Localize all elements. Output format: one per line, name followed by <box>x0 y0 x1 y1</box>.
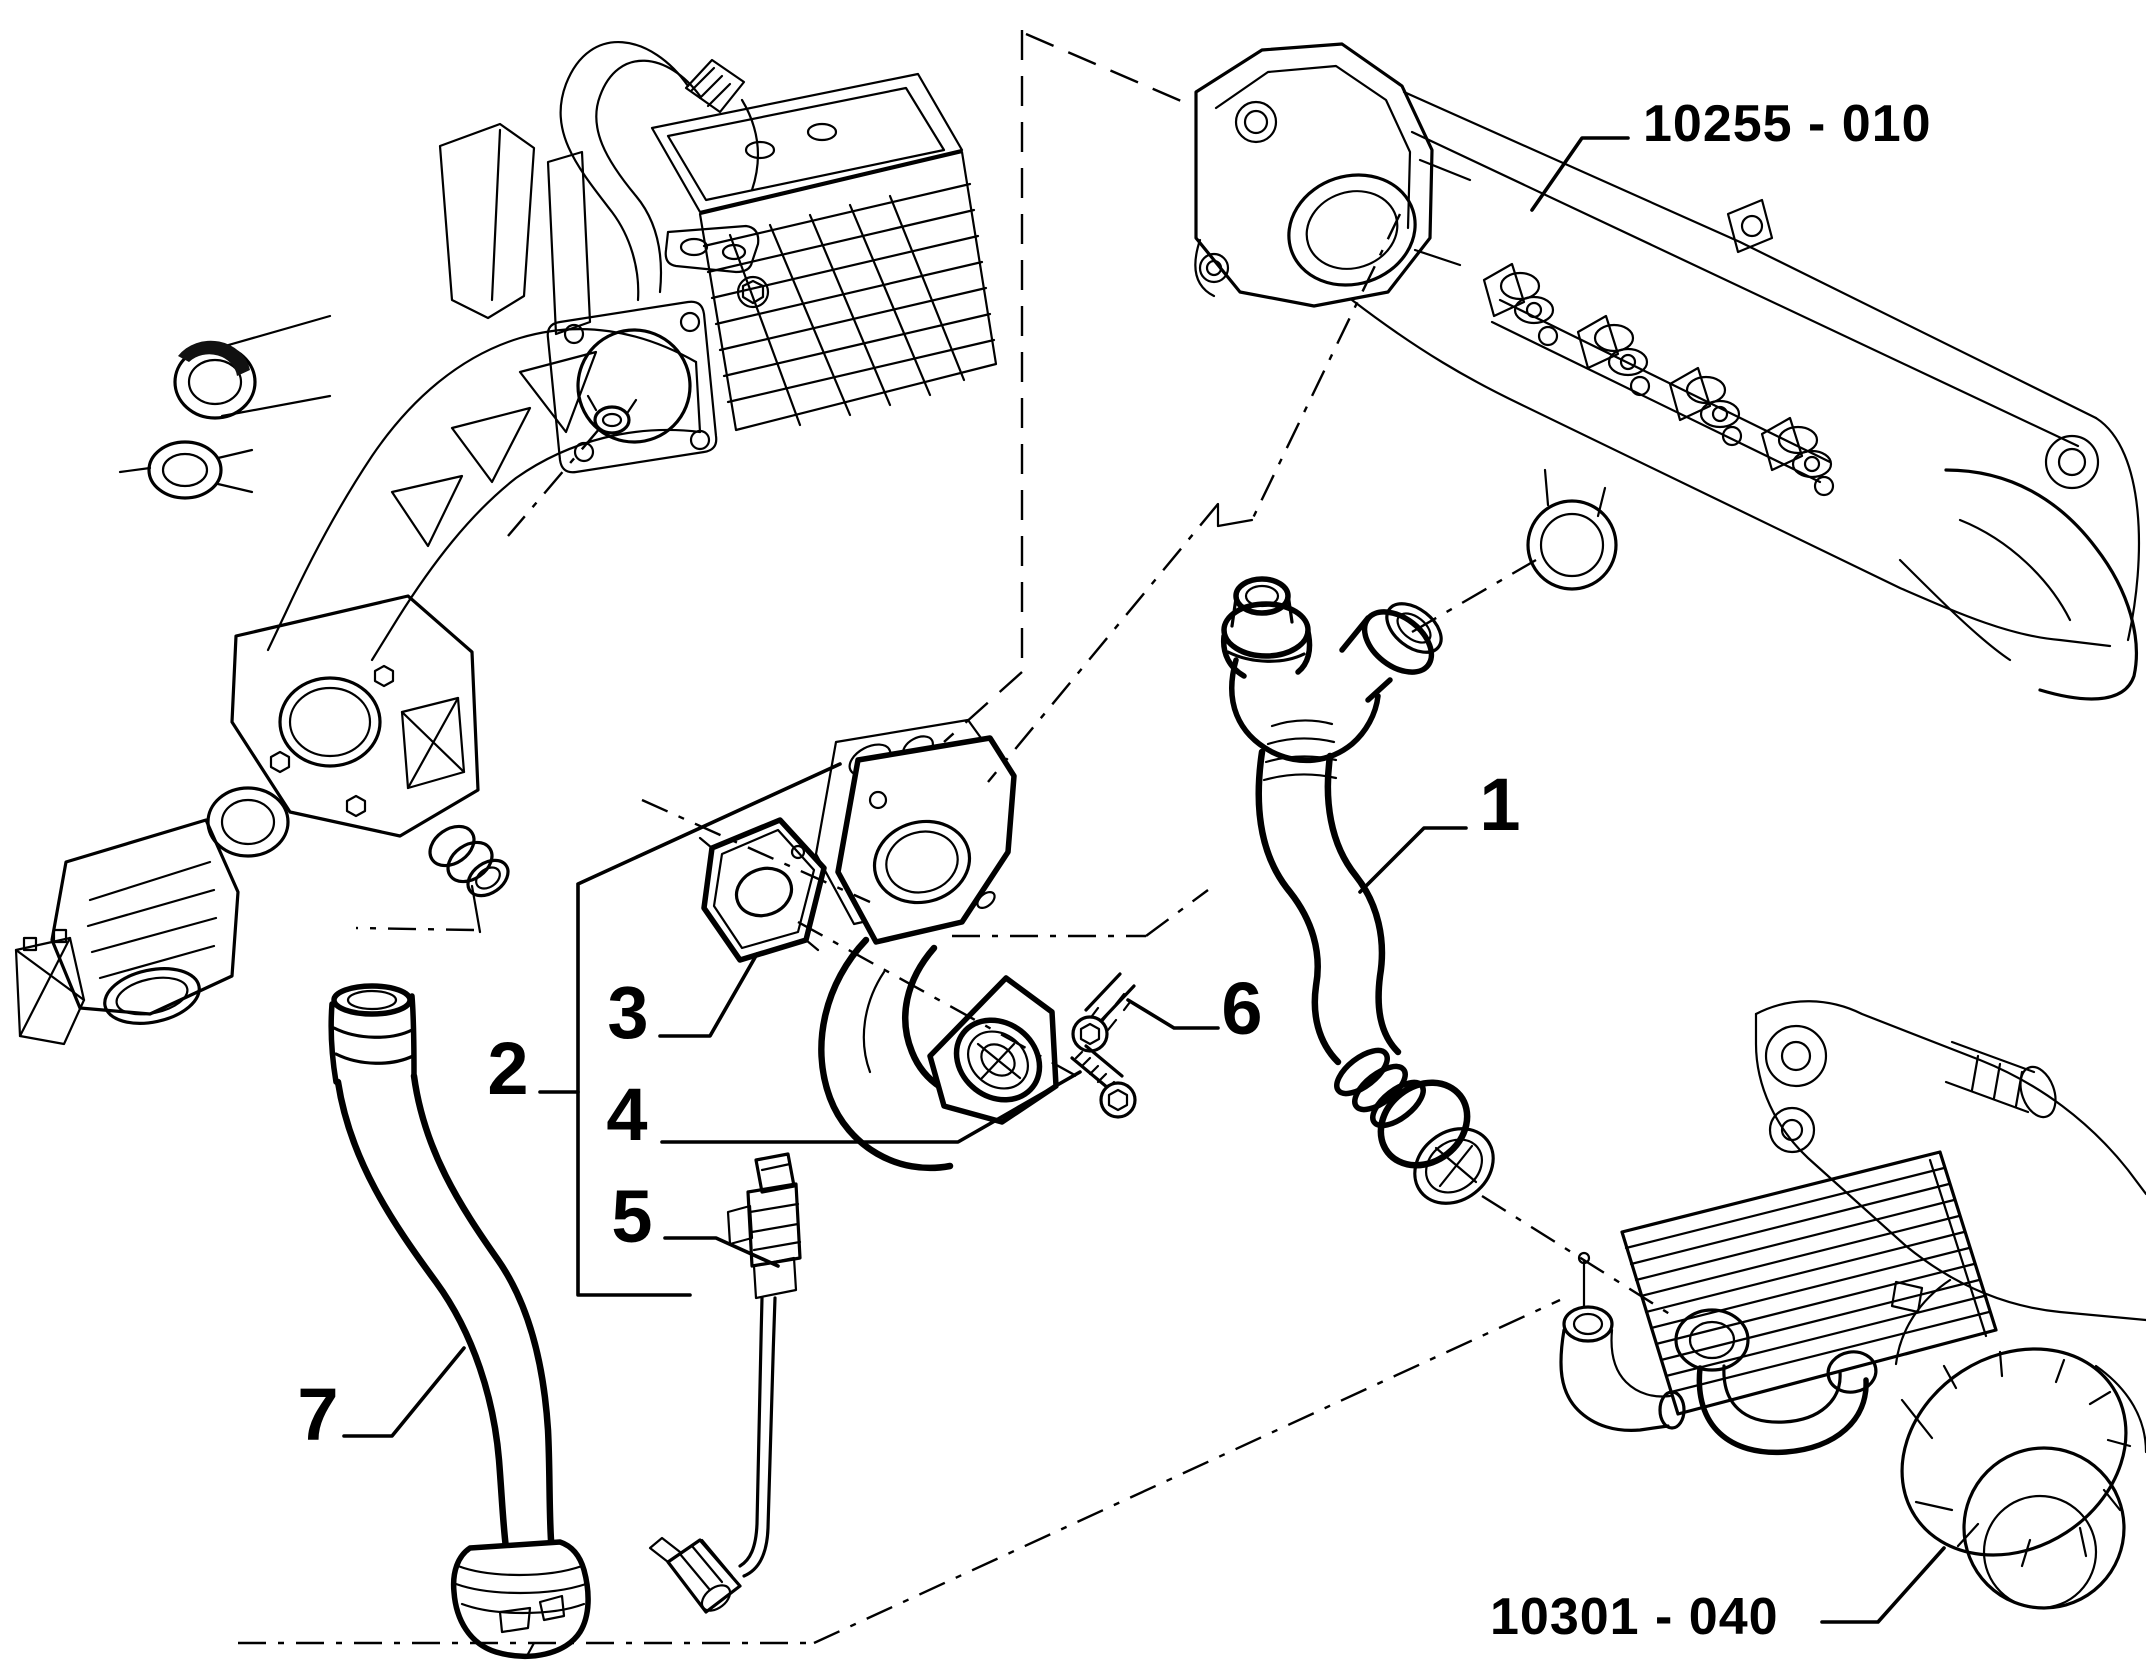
oil-cooler-core <box>1620 1150 1998 1416</box>
bracket-fin <box>438 122 536 320</box>
port-3 <box>1668 366 1741 429</box>
callout-1[interactable]: 1 <box>1479 763 1520 846</box>
oil-cooler-assembly <box>1559 1000 2146 1610</box>
cooler-u-hose <box>1696 1350 1878 1456</box>
thermostat-housing-flange <box>1194 42 1434 308</box>
egr-pipe-assembly <box>814 718 1059 1172</box>
centerline-flange-side <box>952 889 1209 938</box>
port-2 <box>1576 314 1649 377</box>
centerline-bend <box>943 671 1023 743</box>
ref-label-10301-040[interactable]: 10301 - 040 <box>1490 1588 1779 1646</box>
actuator-motor <box>173 314 332 420</box>
manifold-body <box>1350 90 2141 701</box>
centerline-nipple <box>507 427 601 537</box>
wiring-harness <box>559 41 760 302</box>
water-hose-1 <box>1220 576 1495 1205</box>
pipe-gasket-3 <box>698 817 827 963</box>
mounting-bolt-4 <box>1070 1044 1137 1119</box>
centerline-top-diagonal <box>1025 32 1189 106</box>
callout-7[interactable]: 7 <box>297 1373 338 1456</box>
ref-label-10255-010[interactable]: 10255 - 010 <box>1643 95 1932 153</box>
egr-valve-cooler-assembly <box>14 41 998 1046</box>
coolant-manifold-assembly <box>1194 42 2141 701</box>
hose1-right-branch <box>1339 602 1443 703</box>
callout-5[interactable]: 5 <box>611 1175 652 1258</box>
leader-4 <box>660 1070 1082 1144</box>
hose7-top-connector <box>328 983 417 1085</box>
leader-5 <box>663 1236 780 1268</box>
group-bracket-2 <box>538 762 842 1297</box>
mounting-bolt-6 <box>1071 972 1136 1053</box>
centerline-yhose-to-manifold <box>1411 558 1537 634</box>
port-4 <box>1760 416 1833 479</box>
leader-6 <box>1126 998 1220 1030</box>
egr-valve <box>14 786 290 1046</box>
exhaust-temp-sensor-5 <box>648 1152 802 1614</box>
centerline-pipe-port <box>797 920 1081 1080</box>
centerline-hose7-to-elbow <box>813 1298 1561 1645</box>
leader-ref-10255 <box>1530 136 1630 212</box>
callout-2[interactable]: 2 <box>487 1027 528 1110</box>
egr-cooler-block <box>650 72 998 432</box>
manifold-ports <box>1482 262 1835 497</box>
egr-pipe-body <box>818 936 1059 1172</box>
elbow-fitting <box>1559 1251 1686 1432</box>
leader-7 <box>342 1346 466 1438</box>
centerlines <box>238 30 1677 1645</box>
callout-4[interactable]: 4 <box>606 1073 647 1156</box>
callout-6[interactable]: 6 <box>1221 967 1262 1050</box>
hose1-left-cap <box>1220 576 1313 679</box>
mounting-bracket-arm <box>266 300 718 662</box>
flange-bolt <box>269 664 395 818</box>
oil-filter-housing <box>1894 1278 2146 1610</box>
port-1 <box>1482 262 1555 325</box>
pipe-upper-flange <box>835 735 1017 945</box>
hose7-bottom-connector <box>450 1539 591 1659</box>
reference-labels: 10255 - 010 10301 - 040 <box>1490 95 1932 1646</box>
bracket-fin-2 <box>546 150 592 336</box>
hose1-lower-connector <box>1334 1047 1495 1205</box>
callout-labels: 1 2 3 4 5 6 7 <box>297 763 1520 1456</box>
leader-1 <box>1358 826 1468 894</box>
bushing <box>118 440 254 500</box>
sensor-probe-fitting <box>648 1536 742 1614</box>
manifold-bottom-boss <box>1526 468 1618 591</box>
egr-flange-plate <box>230 394 638 898</box>
return-hose-7 <box>328 983 591 1659</box>
coolant-port-nipple <box>586 394 638 435</box>
hose1-bellows <box>1262 719 1338 782</box>
centerline-stub-to-hose7 <box>355 926 475 932</box>
hose-port-stub <box>428 824 510 898</box>
centerline-gasket <box>641 798 871 904</box>
cooler-bracket <box>1754 1000 2146 1322</box>
centerline-hose1-to-cooler <box>1481 1194 1677 1320</box>
callout-3[interactable]: 3 <box>607 971 648 1054</box>
leader-lines <box>342 136 1946 1624</box>
leader-3 <box>658 952 759 1038</box>
leader-ref-10301 <box>1820 1546 1946 1624</box>
